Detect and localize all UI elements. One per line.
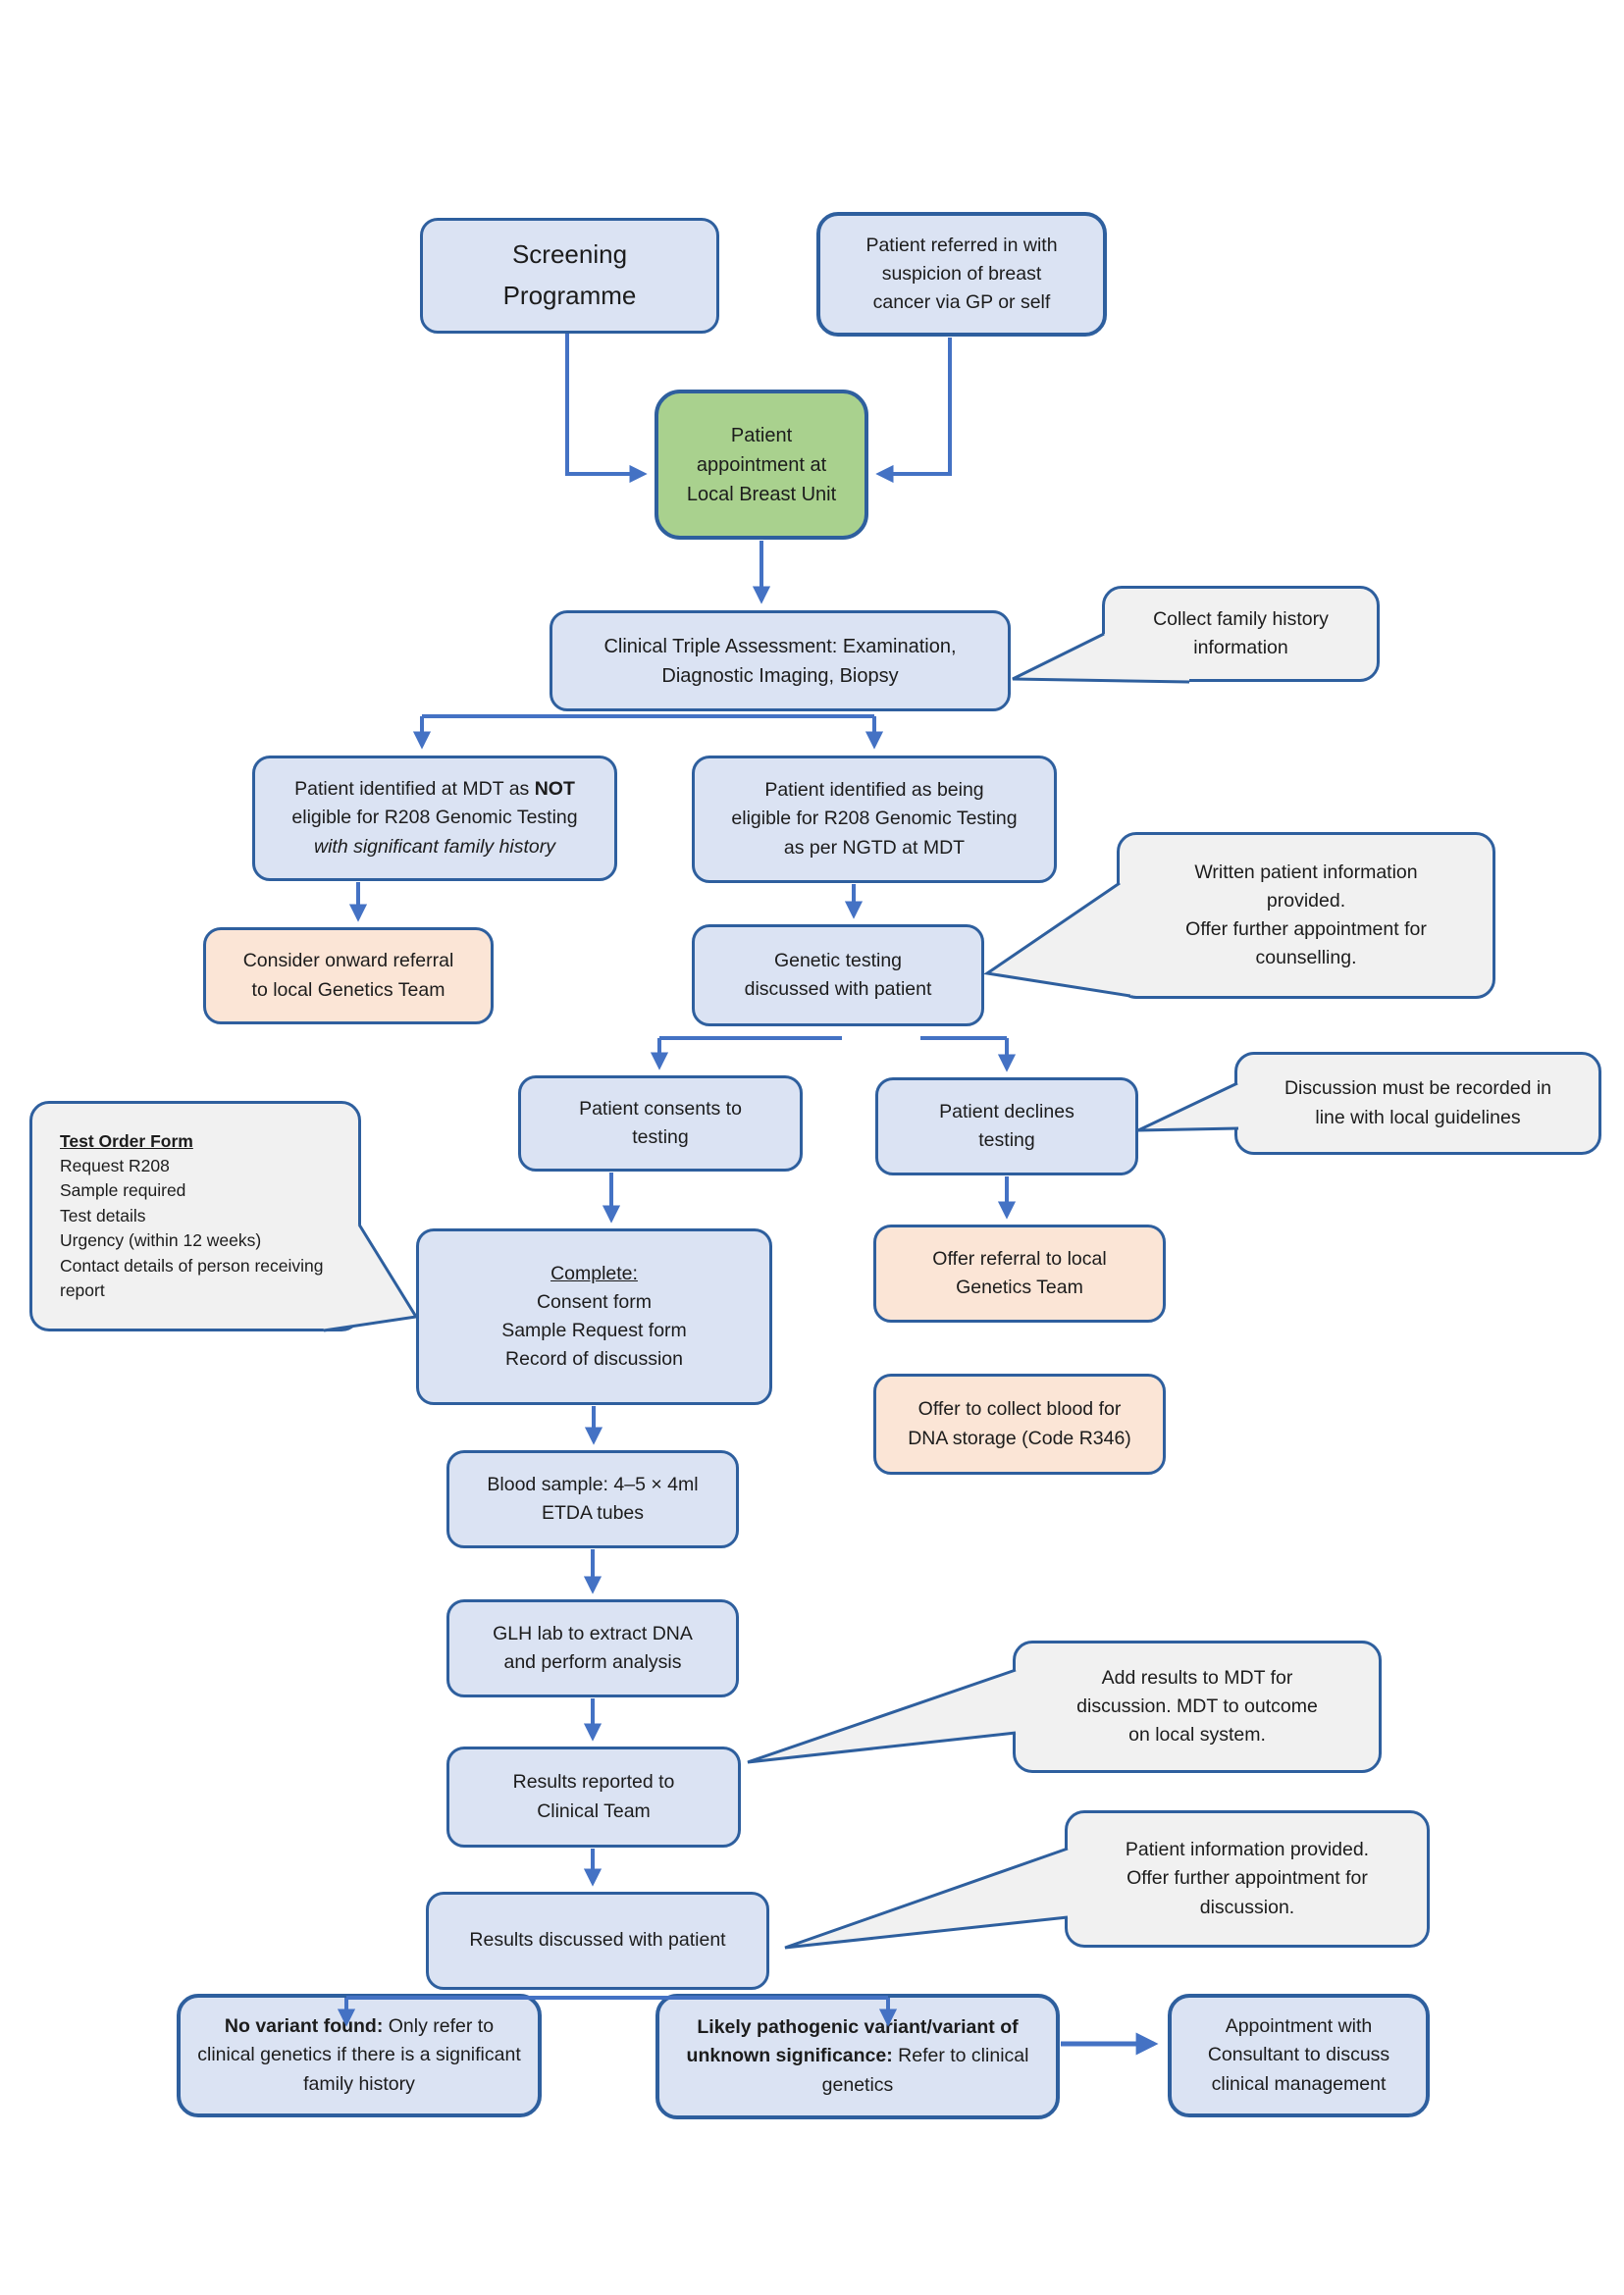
callout-patient-info-provided-label: Patient information provided. Offer furt… <box>1125 1839 1370 1918</box>
node-complete-forms: Complete: Consent form Sample Request fo… <box>416 1228 772 1405</box>
no-variant-rest: Only refer to clinical genetics if there… <box>197 2015 521 2095</box>
node-genetic-testing-discussed-label: Genetic testing discussed with patient <box>744 949 932 1000</box>
node-results-discussed-label: Results discussed with patient <box>469 1929 726 1952</box>
callout-written-info: Written patient information provided. Of… <box>1117 832 1495 999</box>
node-patient-consents-label: Patient consents to testing <box>579 1097 742 1148</box>
node-blood-sample-label: Blood sample: 4–5 × 4ml ETDA tubes <box>487 1473 699 1524</box>
node-patient-referred-label: Patient referred in with suspicion of br… <box>865 234 1058 314</box>
arrow-screening-to-appointment <box>565 334 648 484</box>
patient-info-tail <box>785 1849 1091 1948</box>
node-screening-programme-label: Screening Programme <box>502 239 637 310</box>
callout-patient-info-provided: Patient information provided. Offer furt… <box>1065 1810 1430 1948</box>
node-likely-pathogenic: Likely pathogenic variant/variant of unk… <box>655 1994 1060 2119</box>
node-patient-declines-label: Patient declines testing <box>939 1100 1074 1151</box>
not-eligible-bold: NOT <box>534 778 575 801</box>
callout-written-info-label: Written patient information provided. Of… <box>1185 861 1427 969</box>
node-offer-referral-label: Offer referral to local Genetics Team <box>932 1247 1107 1298</box>
node-not-eligible: Patient identified at MDT as NOT eligibl… <box>252 756 617 881</box>
not-eligible-part2: eligible for R208 Genomic Testing <box>291 807 578 829</box>
node-not-eligible-label: Patient identified at MDT as NOT eligibl… <box>269 775 601 833</box>
node-results-discussed: Results discussed with patient <box>426 1892 769 1990</box>
node-patient-appointment: Patient appointment at Local Breast Unit <box>655 390 868 540</box>
node-eligible: Patient identified as being eligible for… <box>692 756 1057 883</box>
node-consultant-appointment-label: Appointment with Consultant to discuss c… <box>1207 2015 1390 2095</box>
node-no-variant: No variant found: Only refer to clinical… <box>177 1994 542 2117</box>
node-patient-consents: Patient consents to testing <box>518 1075 803 1172</box>
likely-pathogenic-bold: Likely pathogenic variant/variant of unk… <box>686 2016 1019 2067</box>
node-triple-assessment: Clinical Triple Assessment: Examination,… <box>550 610 1011 711</box>
add-results-tail-outline <box>747 1668 1017 1764</box>
callout-discussion-recorded-label: Discussion must be recorded in line with… <box>1283 1077 1552 1128</box>
callout-family-history-label: Collect family history information <box>1153 607 1329 658</box>
add-results-tail <box>748 1670 1040 1762</box>
node-results-reported: Results reported to Clinical Team <box>446 1747 741 1848</box>
no-variant-bold: No variant found: <box>224 2015 384 2038</box>
likely-pathogenic-rest: Refer to clinical genetics <box>821 2045 1029 2096</box>
node-eligible-label: Patient identified as being eligible for… <box>731 779 1018 859</box>
not-eligible-part1: Patient identified at MDT as <box>294 778 535 801</box>
node-results-reported-label: Results reported to Clinical Team <box>512 1771 675 1822</box>
callout-test-order-form: Test Order Form Request R208 Sample requ… <box>29 1101 361 1331</box>
node-no-variant-label: No variant found: Only refer to clinical… <box>194 2012 524 2099</box>
node-consider-referral: Consider onward referral to local Geneti… <box>203 927 494 1024</box>
node-glh-lab-label: GLH lab to extract DNA and perform analy… <box>493 1622 693 1673</box>
node-consultant-appointment: Appointment with Consultant to discuss c… <box>1168 1994 1430 2117</box>
callout-add-results-mdt-label: Add results to MDT for discussion. MDT t… <box>1076 1666 1318 1747</box>
node-patient-referred: Patient referred in with suspicion of br… <box>816 212 1107 337</box>
node-complete-forms-title: Complete: <box>550 1262 638 1284</box>
node-genetic-testing-discussed: Genetic testing discussed with patient <box>692 924 984 1026</box>
node-glh-lab: GLH lab to extract DNA and perform analy… <box>446 1599 739 1697</box>
node-triple-assessment-label: Clinical Triple Assessment: Examination,… <box>603 635 957 687</box>
node-not-eligible-italic: with significant family history <box>314 835 555 858</box>
arrow-referred-to-appointment <box>875 338 952 484</box>
node-offer-blood-storage: Offer to collect blood for DNA storage (… <box>873 1374 1166 1475</box>
node-consider-referral-label: Consider onward referral to local Geneti… <box>242 950 454 1001</box>
node-offer-referral: Offer referral to local Genetics Team <box>873 1225 1166 1323</box>
patient-info-tail-outline <box>784 1847 1069 1950</box>
node-blood-sample: Blood sample: 4–5 × 4ml ETDA tubes <box>446 1450 739 1548</box>
written-info-tail-outline <box>983 881 1131 998</box>
callout-test-order-form-title: Test Order Form <box>60 1130 193 1151</box>
node-likely-pathogenic-label: Likely pathogenic variant/variant of unk… <box>673 2013 1042 2100</box>
node-offer-blood-storage-label: Offer to collect blood for DNA storage (… <box>908 1398 1131 1449</box>
callout-add-results-mdt: Add results to MDT for discussion. MDT t… <box>1013 1641 1382 1773</box>
callout-family-history: Collect family history information <box>1102 586 1380 682</box>
node-screening-programme: Screening Programme <box>420 218 719 334</box>
callout-discussion-recorded: Discussion must be recorded in line with… <box>1234 1052 1601 1155</box>
callout-test-order-form-body: Request R208 Sample required Test detail… <box>60 1156 324 1300</box>
node-complete-forms-body: Consent form Sample Request form Record … <box>501 1290 687 1371</box>
discussion-recorded-tail-outline <box>1137 1081 1239 1132</box>
node-patient-declines: Patient declines testing <box>875 1077 1138 1175</box>
node-patient-appointment-label: Patient appointment at Local Breast Unit <box>686 424 837 505</box>
